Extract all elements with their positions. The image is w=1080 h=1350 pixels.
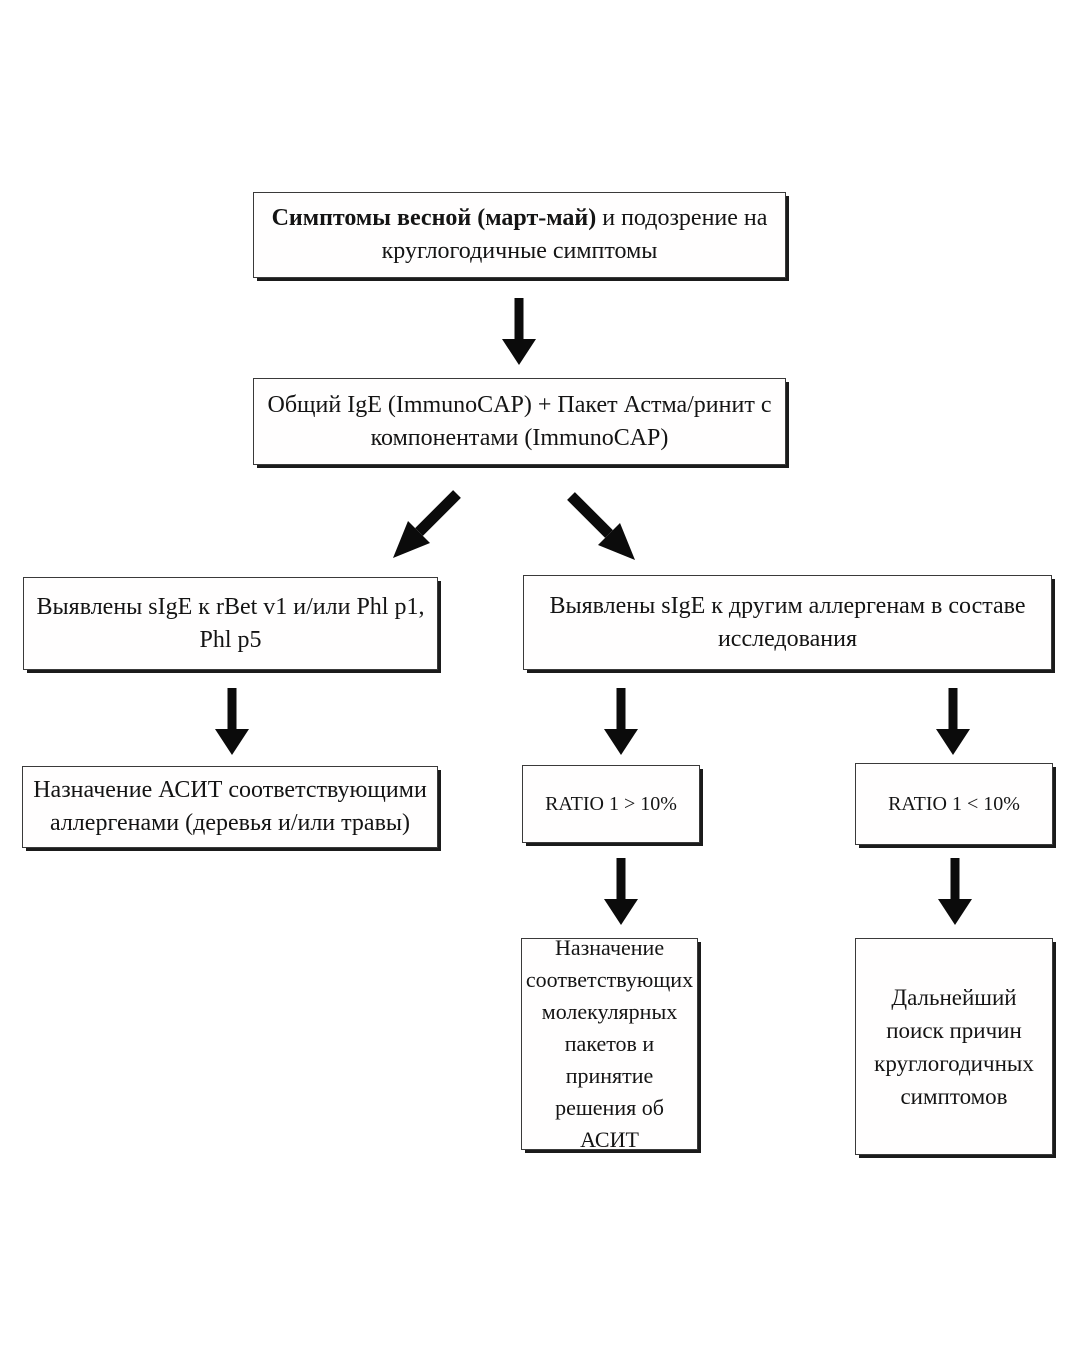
node-ratio-above-10: RATIO 1 > 10%	[522, 765, 700, 843]
node-sige-other-allergens-label: Выявлены sIgE к другим аллергенам в сост…	[549, 592, 1026, 652]
node-ratio-below-10: RATIO 1 < 10%	[855, 763, 1053, 845]
node-further-search-label: Дальнейший поиск причин круглогодичных с…	[874, 984, 1034, 1109]
node-sige-other-allergens: Выявлены sIgE к другим аллергенам в сост…	[523, 575, 1052, 670]
node-ige-test-label: Общий IgE (ImmunoCAP) + Пакет Астма/рини…	[267, 391, 772, 451]
node-symptoms-spring-label-rest: и подозрение на круглогодичные симптомы	[381, 205, 768, 264]
node-symptoms-spring-label-bold: Симптомы весной (март-май)	[271, 205, 597, 231]
arrow-down-icon	[214, 688, 250, 755]
node-ratio-below-10-label: RATIO 1 < 10%	[888, 793, 1020, 815]
node-further-search: Дальнейший поиск причин круглогодичных с…	[855, 938, 1053, 1155]
arrow-down-icon	[603, 688, 639, 755]
node-sige-birch-timothy: Выявлены sIgE к rBet v1 и/или Phl p1, Ph…	[23, 577, 438, 670]
arrow-down-icon	[603, 858, 639, 925]
node-asit-prescription-label: Назначение АСИТ соответствующими аллерге…	[33, 777, 427, 836]
node-symptoms-spring: Симптомы весной (март-май) и подозрение …	[253, 192, 786, 278]
arrow-diagonal-left-icon	[385, 488, 477, 564]
node-ratio-above-10-label: RATIO 1 > 10%	[545, 793, 677, 815]
arrow-diagonal-right-icon	[563, 490, 655, 566]
node-sige-birch-timothy-label: Выявлены sIgE к rBet v1 и/или Phl p1, Ph…	[36, 593, 425, 653]
node-molecular-packages: Назначение соответствующих молекулярных …	[521, 935, 698, 1152]
arrow-down-icon	[501, 298, 537, 365]
node-molecular-packages-label: Назначение соответствующих молекулярных …	[525, 935, 694, 1152]
node-ige-test: Общий IgE (ImmunoCAP) + Пакет Астма/рини…	[253, 378, 786, 465]
node-symptoms-spring-label: Симптомы весной (март-май) и подозрение …	[272, 202, 768, 268]
node-asit-prescription: Назначение АСИТ соответствующими аллерге…	[22, 766, 438, 848]
arrow-down-icon	[935, 688, 971, 755]
arrow-down-icon	[937, 858, 973, 925]
